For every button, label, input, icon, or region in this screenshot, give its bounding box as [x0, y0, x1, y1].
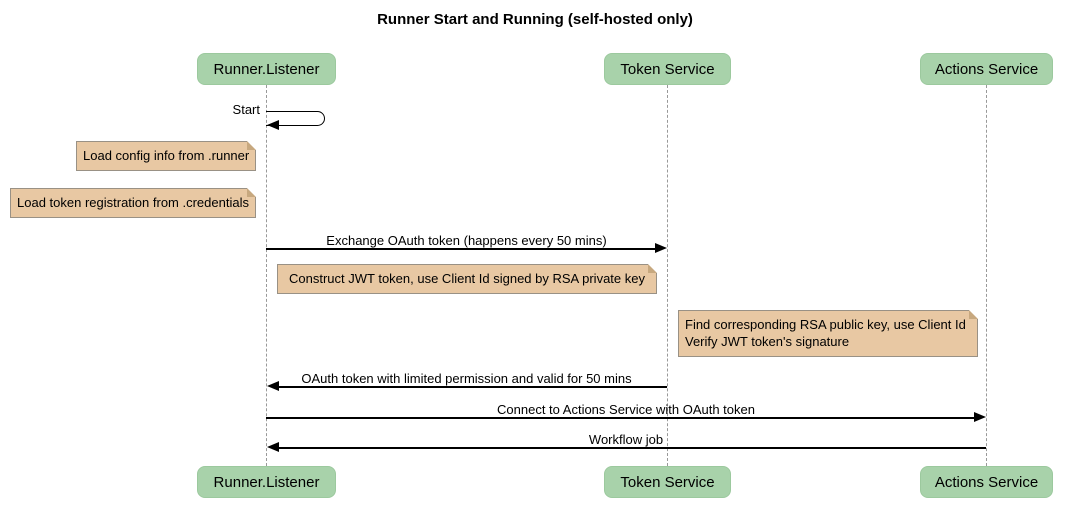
note-load-config: Load config info from .runner: [76, 141, 256, 171]
participant-top-runner-listener: Runner.Listener: [197, 53, 336, 85]
arrowhead-left-icon: [267, 442, 279, 452]
message-workflow-job-label: Workflow job: [588, 432, 664, 447]
message-exchange-oauth-line: [266, 248, 656, 250]
message-connect-actions-line: [266, 417, 975, 419]
participant-bottom-actions-service: Actions Service: [920, 466, 1053, 498]
self-message-start-label: Start: [232, 102, 260, 117]
lifeline-runner-listener: [266, 85, 267, 466]
arrowhead-right-icon: [974, 412, 986, 422]
arrowhead-left-icon: [267, 381, 279, 391]
participant-top-token-service: Token Service: [604, 53, 731, 85]
message-workflow-job-line: [278, 447, 986, 449]
note-load-token-registration: Load token registration from .credential…: [10, 188, 256, 218]
participant-bottom-runner-listener: Runner.Listener: [197, 466, 336, 498]
participant-top-actions-service: Actions Service: [920, 53, 1053, 85]
message-oauth-return-label: OAuth token with limited permission and …: [301, 371, 632, 386]
diagram-title: Runner Start and Running (self-hosted on…: [377, 11, 693, 28]
note-verify-jwt: Find corresponding RSA public key, use C…: [678, 310, 978, 357]
self-loop-arrow: [266, 111, 325, 126]
message-oauth-return-line: [278, 386, 667, 388]
arrowhead-left-icon: [267, 120, 279, 130]
note-construct-jwt: Construct JWT token, use Client Id signe…: [277, 264, 657, 294]
lifeline-actions-service: [986, 85, 987, 466]
lifeline-token-service: [667, 85, 668, 466]
arrowhead-right-icon: [655, 243, 667, 253]
message-connect-actions-label: Connect to Actions Service with OAuth to…: [497, 402, 755, 417]
message-exchange-oauth-label: Exchange OAuth token (happens every 50 m…: [326, 233, 607, 248]
participant-bottom-token-service: Token Service: [604, 466, 731, 498]
